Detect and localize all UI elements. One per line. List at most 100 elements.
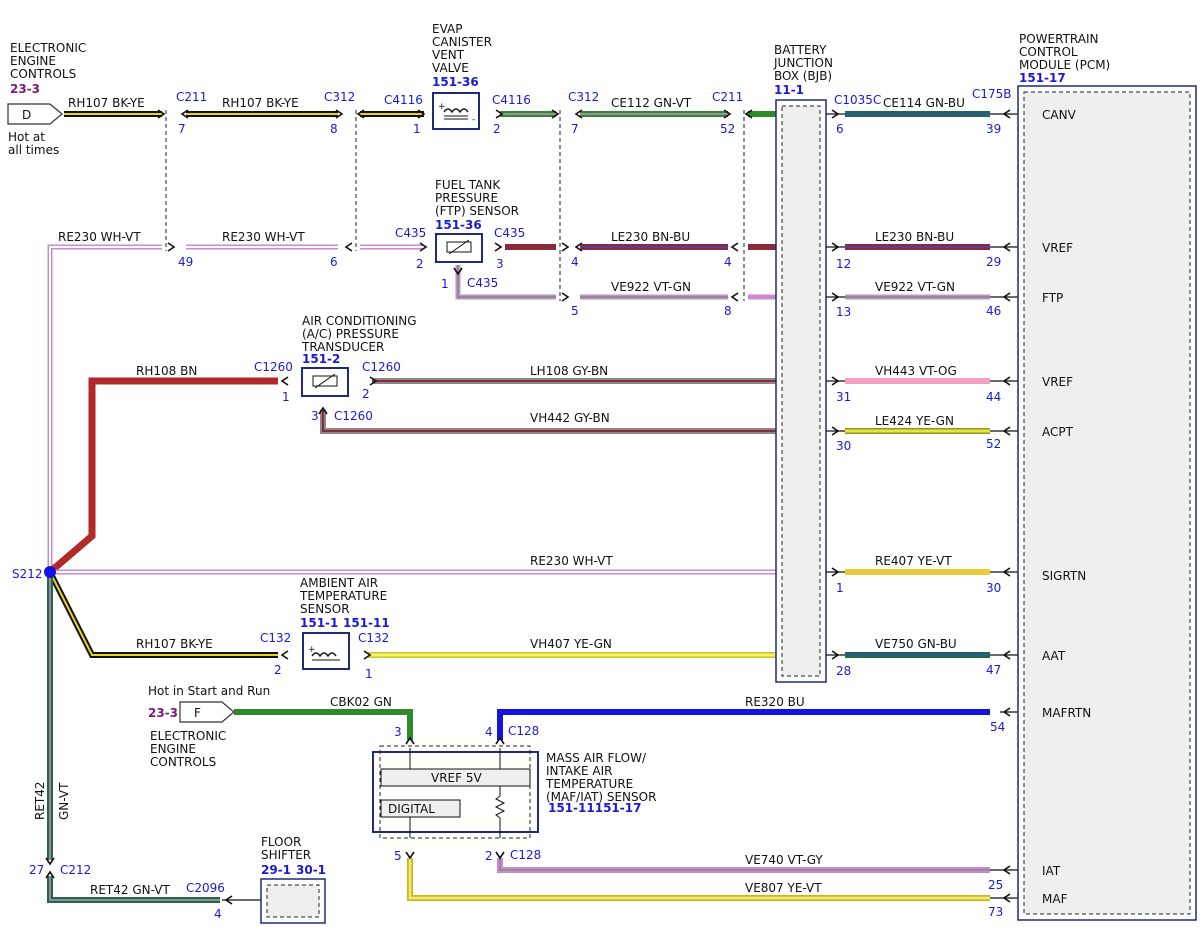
svg-text:Hot in Start and Run: Hot in Start and Run xyxy=(148,684,270,698)
svg-text:VE922 VT-GN: VE922 VT-GN xyxy=(875,280,955,294)
svg-text:49: 49 xyxy=(178,255,193,269)
svg-text:BOX (BJB): BOX (BJB) xyxy=(774,69,832,83)
svg-text:2: 2 xyxy=(274,663,282,677)
svg-text:IAT: IAT xyxy=(1042,864,1061,878)
svg-text:VE750 GN-BU: VE750 GN-BU xyxy=(875,637,957,651)
svg-text:3: 3 xyxy=(394,725,402,739)
svg-text:6: 6 xyxy=(836,122,844,136)
svg-text:151-17: 151-17 xyxy=(1019,71,1066,85)
svg-text:SENSOR: SENSOR xyxy=(300,602,350,616)
svg-text:S212: S212 xyxy=(12,567,43,581)
svg-text:C1260: C1260 xyxy=(334,409,373,423)
svg-text:C128: C128 xyxy=(510,848,541,862)
svg-text:30: 30 xyxy=(836,439,851,453)
svg-text:C435: C435 xyxy=(467,276,498,290)
bjb-box xyxy=(775,99,827,683)
svg-text:CE114 GN-BU: CE114 GN-BU xyxy=(883,96,965,110)
eec-bottom-connector: F xyxy=(179,701,235,723)
svg-text:MASS AIR FLOW/: MASS AIR FLOW/ xyxy=(546,751,647,765)
maf-digital-label: DIGITAL xyxy=(388,802,435,816)
svg-text:8: 8 xyxy=(330,122,338,136)
svg-text:RH107 BK-YE: RH107 BK-YE xyxy=(222,96,299,110)
svg-text:RH108 BN: RH108 BN xyxy=(136,364,197,378)
svg-text:LE424 YE-GN: LE424 YE-GN xyxy=(875,414,954,428)
svg-text:+: + xyxy=(438,102,446,112)
svg-text:Hot at: Hot at xyxy=(8,130,45,144)
wire-row-aat xyxy=(47,570,1030,658)
svg-text:31: 31 xyxy=(836,390,851,404)
svg-text:C4116: C4116 xyxy=(384,93,423,107)
wire-row-vref-ac xyxy=(47,377,1030,575)
svg-text:151-36: 151-36 xyxy=(435,218,482,232)
wire-row-acpt xyxy=(320,410,1030,434)
svg-text:F: F xyxy=(194,706,201,720)
svg-text:4: 4 xyxy=(214,907,222,921)
svg-text:+: + xyxy=(308,645,316,655)
svg-text:2: 2 xyxy=(362,387,370,401)
connector-shells xyxy=(165,110,745,301)
svg-text:151-11: 151-11 xyxy=(343,616,390,630)
svg-text:C128: C128 xyxy=(508,724,539,738)
svg-text:54: 54 xyxy=(990,720,1005,734)
svg-text:FLOOR: FLOOR xyxy=(261,835,301,849)
svg-text:1: 1 xyxy=(282,390,290,404)
svg-text:SHIFTER: SHIFTER xyxy=(261,848,311,862)
svg-text:LE230 BN-BU: LE230 BN-BU xyxy=(611,230,690,244)
pin-numbers: 7 8 1 2 7 52 6 39 49 6 2 3 4 4 12 29 1 5… xyxy=(29,122,1005,921)
ac-transducer-box xyxy=(301,367,349,397)
svg-text:AMBIENT AIR: AMBIENT AIR xyxy=(300,576,378,590)
svg-text:13: 13 xyxy=(836,305,851,319)
svg-text:VENT: VENT xyxy=(432,48,465,62)
svg-text:CONTROLS: CONTROLS xyxy=(150,755,216,769)
svg-text:C212: C212 xyxy=(60,863,91,877)
svg-text:8: 8 xyxy=(724,304,732,318)
svg-text:7: 7 xyxy=(571,122,579,136)
svg-text:C132: C132 xyxy=(358,631,389,645)
svg-text:POWERTRAIN: POWERTRAIN xyxy=(1019,32,1099,46)
svg-text:FUEL TANK: FUEL TANK xyxy=(435,178,501,192)
pcm-box xyxy=(1017,85,1197,921)
svg-text:11-1: 11-1 xyxy=(774,83,804,97)
svg-text:1: 1 xyxy=(413,122,421,136)
svg-text:3: 3 xyxy=(496,257,504,271)
svg-text:C1035C: C1035C xyxy=(834,93,881,107)
svg-text:1: 1 xyxy=(836,581,844,595)
svg-text:4: 4 xyxy=(485,725,493,739)
svg-text:39: 39 xyxy=(986,122,1001,136)
svg-text:VH442 GY-BN: VH442 GY-BN xyxy=(530,411,610,425)
svg-text:FTP: FTP xyxy=(1042,291,1063,305)
wire-ret42 xyxy=(47,572,262,903)
pcm-pin-labels: CANV VREF FTP VREF ACPT SIGRTN AAT MAFRT… xyxy=(1042,108,1091,906)
svg-text:CE112 GN-VT: CE112 GN-VT xyxy=(611,96,692,110)
floor-shifter-box xyxy=(260,878,326,924)
svg-text:RE230 WH-VT: RE230 WH-VT xyxy=(222,230,305,244)
svg-text:ACPT: ACPT xyxy=(1042,425,1074,439)
svg-text:30: 30 xyxy=(986,581,1001,595)
wire-labels: RH107 BK-YE RH107 BK-YE CE112 GN-VT CE11… xyxy=(33,96,965,897)
svg-text:VH443 VT-OG: VH443 VT-OG xyxy=(875,364,957,378)
svg-text:1: 1 xyxy=(441,277,449,291)
splice-node xyxy=(44,566,56,578)
svg-text:C312: C312 xyxy=(568,90,599,104)
svg-text:VE807 YE-VT: VE807 YE-VT xyxy=(745,881,822,895)
svg-text:3: 3 xyxy=(311,409,319,423)
eec-top-connector: D xyxy=(7,103,63,125)
svg-text:CONTROLS: CONTROLS xyxy=(10,67,76,81)
svg-text:VH407 YE-GN: VH407 YE-GN xyxy=(530,637,612,651)
svg-text:(A/C) PRESSURE: (A/C) PRESSURE xyxy=(302,327,399,341)
svg-text:RH107 BK-YE: RH107 BK-YE xyxy=(68,96,145,110)
svg-text:5: 5 xyxy=(394,849,402,863)
svg-text:C1260: C1260 xyxy=(254,360,293,374)
svg-text:27: 27 xyxy=(29,863,44,877)
svg-text:TEMPERATURE: TEMPERATURE xyxy=(299,589,387,603)
svg-text:-: - xyxy=(472,115,475,125)
svg-text:47: 47 xyxy=(986,663,1001,677)
svg-text:(FTP) SENSOR: (FTP) SENSOR xyxy=(435,204,519,218)
svg-text:GN-VT: GN-VT xyxy=(57,782,71,820)
svg-text:151-11151-17: 151-11151-17 xyxy=(548,801,641,815)
svg-text:VE922 VT-GN: VE922 VT-GN xyxy=(611,280,691,294)
svg-text:MODULE (PCM): MODULE (PCM) xyxy=(1019,58,1110,72)
svg-text:73: 73 xyxy=(988,905,1003,919)
svg-text:52: 52 xyxy=(986,437,1001,451)
